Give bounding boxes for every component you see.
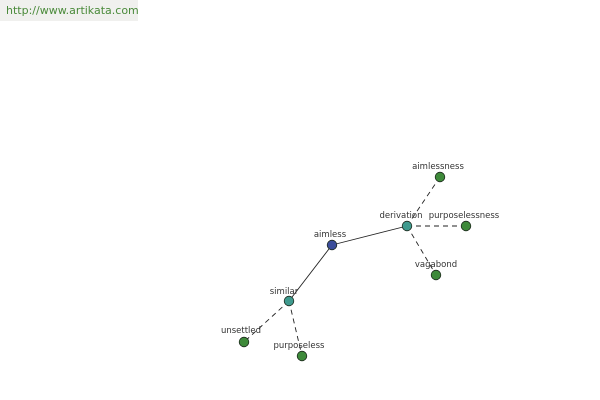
node-label-derivation[interactable]: derivation bbox=[379, 211, 422, 221]
node-unsettled[interactable] bbox=[238, 336, 250, 348]
node-label-purposeless[interactable]: purposeless bbox=[274, 341, 326, 351]
edges-layer bbox=[243, 176, 466, 357]
node-purposeless[interactable] bbox=[296, 350, 308, 362]
node-label-purposelessness[interactable]: purposelessness bbox=[429, 211, 500, 221]
edge-derivation-vagabond bbox=[406, 225, 437, 276]
edge-similar-unsettled bbox=[243, 300, 290, 343]
node-aimless[interactable] bbox=[326, 239, 338, 251]
labels-layer: aimless derivation similar aimlessness purpo… bbox=[221, 162, 500, 351]
node-derivation[interactable] bbox=[401, 220, 413, 232]
node-label-similar[interactable]: similar bbox=[270, 287, 299, 297]
node-label-aimlessness[interactable]: aimlessness bbox=[412, 162, 464, 172]
node-label-unsettled[interactable]: unsettled bbox=[221, 326, 261, 336]
edge-aimless-derivation bbox=[331, 225, 408, 246]
edge-aimless-similar bbox=[288, 244, 333, 302]
source-link[interactable]: http://www.artikata.com bbox=[0, 0, 138, 21]
nodes-layer bbox=[238, 171, 472, 362]
node-purposelessness[interactable] bbox=[460, 220, 472, 232]
node-label-vagabond[interactable]: vagabond bbox=[415, 260, 457, 270]
edge-similar-purposeless bbox=[288, 300, 303, 357]
node-label-aimless[interactable]: aimless bbox=[314, 230, 347, 240]
edge-derivation-aimlessness bbox=[406, 176, 441, 227]
node-vagabond[interactable] bbox=[430, 269, 442, 281]
node-aimlessness[interactable] bbox=[434, 171, 446, 183]
node-similar[interactable] bbox=[283, 295, 295, 307]
